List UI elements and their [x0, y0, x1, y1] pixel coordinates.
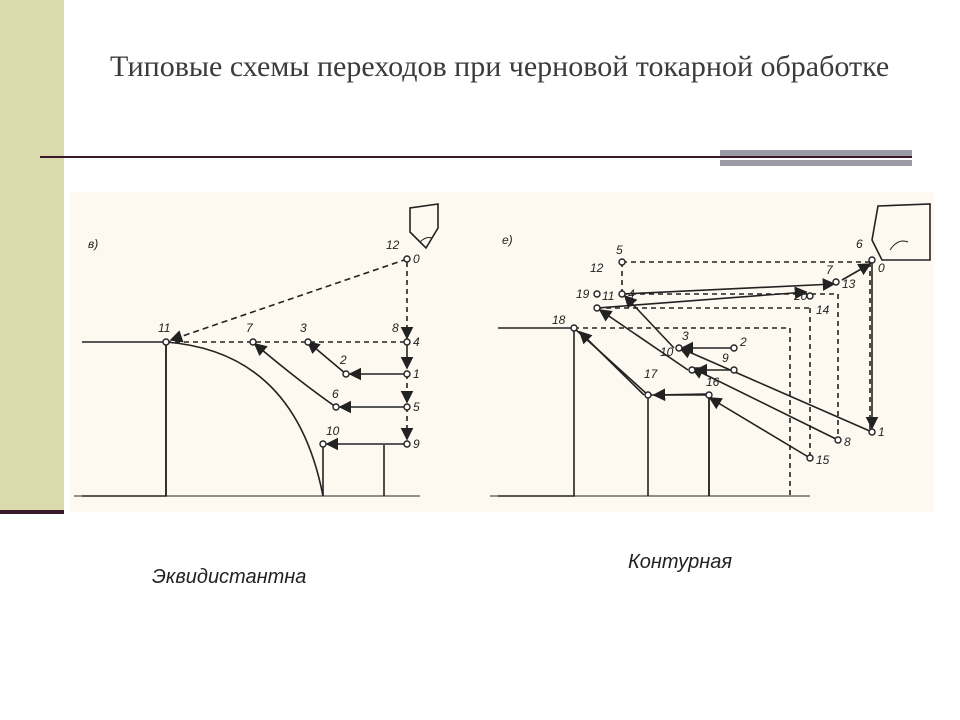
title-accent-bars [720, 150, 912, 166]
caption-contour: Контурная [628, 551, 733, 573]
point-label: 6 [332, 387, 339, 401]
point-label: 10 [660, 345, 674, 359]
point-label: 6 [856, 237, 863, 251]
point-label: 14 [816, 303, 830, 317]
point-label: 11 [158, 321, 170, 335]
point-label: 13 [842, 277, 856, 291]
point-label: 1 [878, 425, 885, 439]
point-label: 19 [576, 287, 590, 301]
diagram-left-points [162, 255, 411, 448]
point-label: 12 [590, 261, 604, 275]
slide-title: Типовые схемы переходов при черновой ток… [110, 50, 890, 83]
schemes-drawing: в) 0 12 4 8 1 5 9 2 6 10 3 7 11 [74, 203, 931, 497]
point-label: 9 [722, 351, 729, 365]
point-label: 18 [552, 313, 566, 327]
point-label: 3 [682, 329, 689, 343]
point-label: 11 [602, 289, 614, 303]
diagram-left [74, 203, 439, 497]
title-divider [40, 156, 912, 158]
point-label: 2 [739, 335, 747, 349]
point-label: 20 [793, 289, 808, 303]
turning-schemes-figure: в) 0 12 4 8 1 5 9 2 6 10 3 7 11 [70, 192, 934, 512]
point-label: 16 [706, 375, 720, 389]
point-label: 4 [413, 335, 420, 349]
slide-sidebar [0, 0, 64, 512]
point-label: 8 [392, 321, 399, 335]
point-label: 15 [816, 453, 830, 467]
point-label: 1 [413, 367, 420, 381]
point-label: 17 [644, 367, 659, 381]
point-label: 8 [844, 435, 851, 449]
point-label: 10 [326, 424, 340, 438]
point-label: 5 [616, 243, 623, 257]
diagram-left-labels: в) 0 12 4 8 1 5 9 2 6 10 3 7 11 [88, 237, 420, 451]
point-label: 12 [386, 238, 400, 252]
caption-equidistant: Эквидистантна [152, 566, 307, 588]
panel-label-left: в) [88, 237, 98, 251]
point-label: 7 [826, 263, 834, 277]
panel-label-right: е) [502, 233, 513, 247]
point-label: 0 [413, 252, 420, 266]
point-label: 5 [413, 400, 420, 414]
point-label: 3 [300, 321, 307, 335]
point-label: 2 [339, 353, 347, 367]
diagram-right-labels: е) 0 6 7 13 20 14 1 8 15 5 12 4 11 19 18… [502, 233, 885, 467]
point-label: 4 [628, 287, 635, 301]
sidebar-underline [0, 510, 64, 514]
point-label: 0 [878, 261, 885, 275]
diagram-right-points [570, 256, 876, 462]
point-label: 9 [413, 437, 420, 451]
point-label: 7 [246, 321, 254, 335]
diagram-right [490, 203, 931, 497]
